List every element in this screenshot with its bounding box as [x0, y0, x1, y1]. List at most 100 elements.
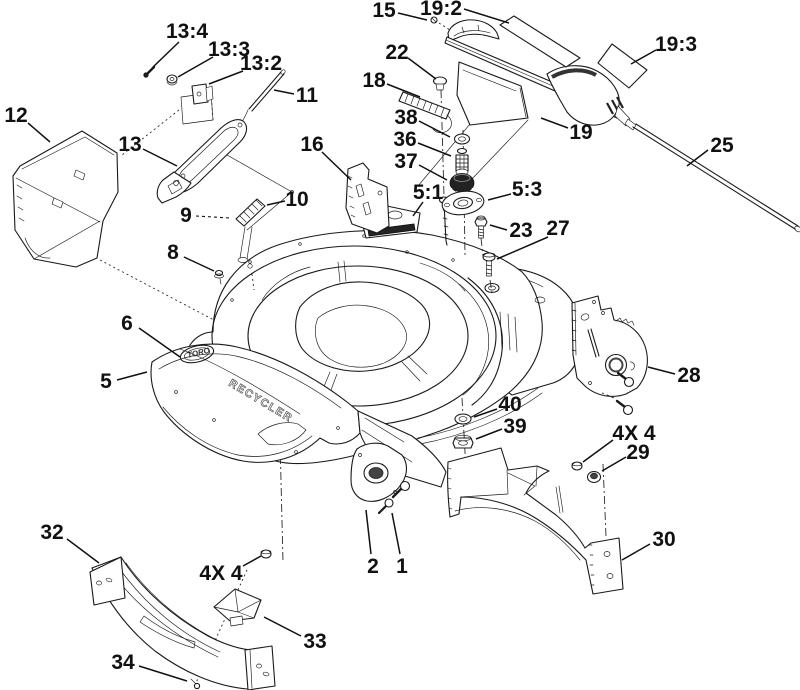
leader-line-5-3 — [487, 193, 512, 201]
leader-line-5 — [116, 371, 148, 381]
part-nut-4x4-right — [571, 461, 583, 471]
leader-line-2 — [365, 509, 372, 555]
part-side-discharge-cover — [12, 130, 119, 268]
callout-4x4-left[interactable]: 4X 4 — [199, 562, 243, 585]
part-bolt-1 — [377, 480, 411, 515]
leader-line-19 — [540, 117, 569, 129]
leader-line-15 — [397, 12, 428, 21]
callout-16[interactable]: 16 — [300, 133, 323, 156]
callout-27[interactable]: 27 — [546, 217, 569, 240]
leader-line-13-3 — [177, 56, 214, 78]
callout-6[interactable]: 6 — [121, 312, 133, 335]
leader-line-28 — [647, 366, 676, 375]
leader-line-11 — [273, 89, 295, 95]
callout-12[interactable]: 12 — [4, 104, 27, 127]
part-cap-22 — [432, 76, 448, 91]
leader-line-16 — [321, 151, 352, 181]
callout-13-3[interactable]: 13:3 — [208, 38, 250, 61]
callout-19-3[interactable]: 19:3 — [655, 33, 697, 56]
leader-line-19-2 — [463, 8, 510, 24]
leader-line-6 — [138, 327, 181, 358]
callout-28[interactable]: 28 — [677, 364, 701, 387]
part-nut-39 — [452, 434, 474, 449]
leader-line-13-4 — [152, 41, 180, 68]
callout-15[interactable]: 15 — [372, 0, 396, 22]
leader-line-36 — [417, 142, 452, 157]
callout-2[interactable]: 2 — [367, 555, 379, 578]
callout-5-1[interactable]: 5:1 — [413, 181, 444, 204]
callout-13-2[interactable]: 13:2 — [240, 52, 282, 75]
callout-13[interactable]: 13 — [118, 133, 141, 156]
part-hood-assembly — [444, 19, 631, 127]
part-height-adjuster — [571, 295, 648, 416]
part-handle-bracket — [345, 162, 390, 234]
leader-line-19-3 — [630, 49, 657, 65]
callout-10[interactable]: 10 — [285, 188, 308, 211]
callout-5-3[interactable]: 5:3 — [512, 178, 542, 201]
part-cable-rod-25 — [624, 118, 800, 233]
callout-25[interactable]: 25 — [710, 134, 734, 157]
leader-line-30 — [621, 543, 651, 561]
part-control-rod — [248, 69, 286, 112]
callout-37[interactable]: 37 — [394, 150, 417, 173]
callout-30[interactable]: 30 — [652, 528, 675, 551]
leader-line-8 — [183, 256, 215, 272]
part-front-right-skirt — [357, 410, 447, 488]
callout-4x4-right[interactable]: 4X 4 — [612, 422, 656, 445]
leader-line-1 — [391, 512, 401, 555]
part-grip — [235, 198, 266, 291]
callout-34[interactable]: 34 — [111, 651, 135, 674]
leader-line-12 — [27, 122, 51, 143]
leader-line-22 — [407, 57, 437, 80]
leader-line-33 — [263, 616, 302, 637]
part-cable-bracket — [191, 83, 214, 105]
leader-line-9 — [195, 215, 231, 219]
callout-33[interactable]: 33 — [303, 630, 326, 653]
leader-line-29 — [601, 456, 627, 472]
callout-38[interactable]: 38 — [394, 106, 418, 129]
part-bolt-28a — [616, 371, 635, 388]
callout-13-4[interactable]: 13:4 — [166, 20, 208, 43]
callout-39[interactable]: 39 — [503, 415, 526, 438]
part-discharge-chute — [447, 447, 624, 595]
callout-36[interactable]: 36 — [393, 128, 416, 151]
part-bolt-27 — [482, 252, 496, 277]
part-flange-nut-29 — [586, 470, 602, 484]
callout-8[interactable]: 8 — [167, 241, 179, 264]
callout-29[interactable]: 29 — [626, 441, 649, 464]
callout-19[interactable]: 19 — [569, 121, 592, 144]
callout-23[interactable]: 23 — [509, 219, 532, 242]
leader-line-40 — [473, 408, 498, 418]
leader-line-4x4-left — [242, 555, 262, 567]
leader-line-38 — [418, 120, 451, 138]
callout-9[interactable]: 9 — [180, 204, 192, 227]
leader-line-32 — [66, 538, 100, 564]
part-bracket-33 — [213, 588, 262, 627]
part-flange-5-3 — [441, 190, 485, 216]
callout-11[interactable]: 11 — [296, 84, 319, 107]
part-screw-8 — [214, 269, 224, 285]
leader-line-4x4-right — [582, 439, 614, 463]
part-rear-skirt — [89, 556, 276, 690]
callout-5[interactable]: 5 — [100, 370, 112, 393]
part-bolt-28b — [599, 391, 634, 416]
part-bushing — [166, 74, 178, 86]
leader-line-5-1 — [412, 201, 424, 217]
callout-40[interactable]: 40 — [498, 393, 521, 416]
callout-18[interactable]: 18 — [362, 69, 386, 92]
part-washer-38 — [453, 133, 471, 145]
hood-end-cover — [546, 65, 620, 126]
leader-line-18 — [386, 83, 421, 98]
part-bolt-23 — [474, 215, 488, 239]
leader-line-23 — [489, 224, 508, 231]
part-nut-4x4-left — [260, 549, 272, 559]
callout-1[interactable]: 1 — [396, 555, 408, 578]
leader-line-13-2 — [208, 70, 244, 85]
part-screw-15 — [430, 16, 438, 24]
dash-panel-to-cover — [121, 109, 180, 156]
callout-32[interactable]: 32 — [40, 521, 63, 544]
callout-22[interactable]: 22 — [385, 41, 408, 64]
callout-19-2[interactable]: 19:2 — [420, 0, 462, 20]
